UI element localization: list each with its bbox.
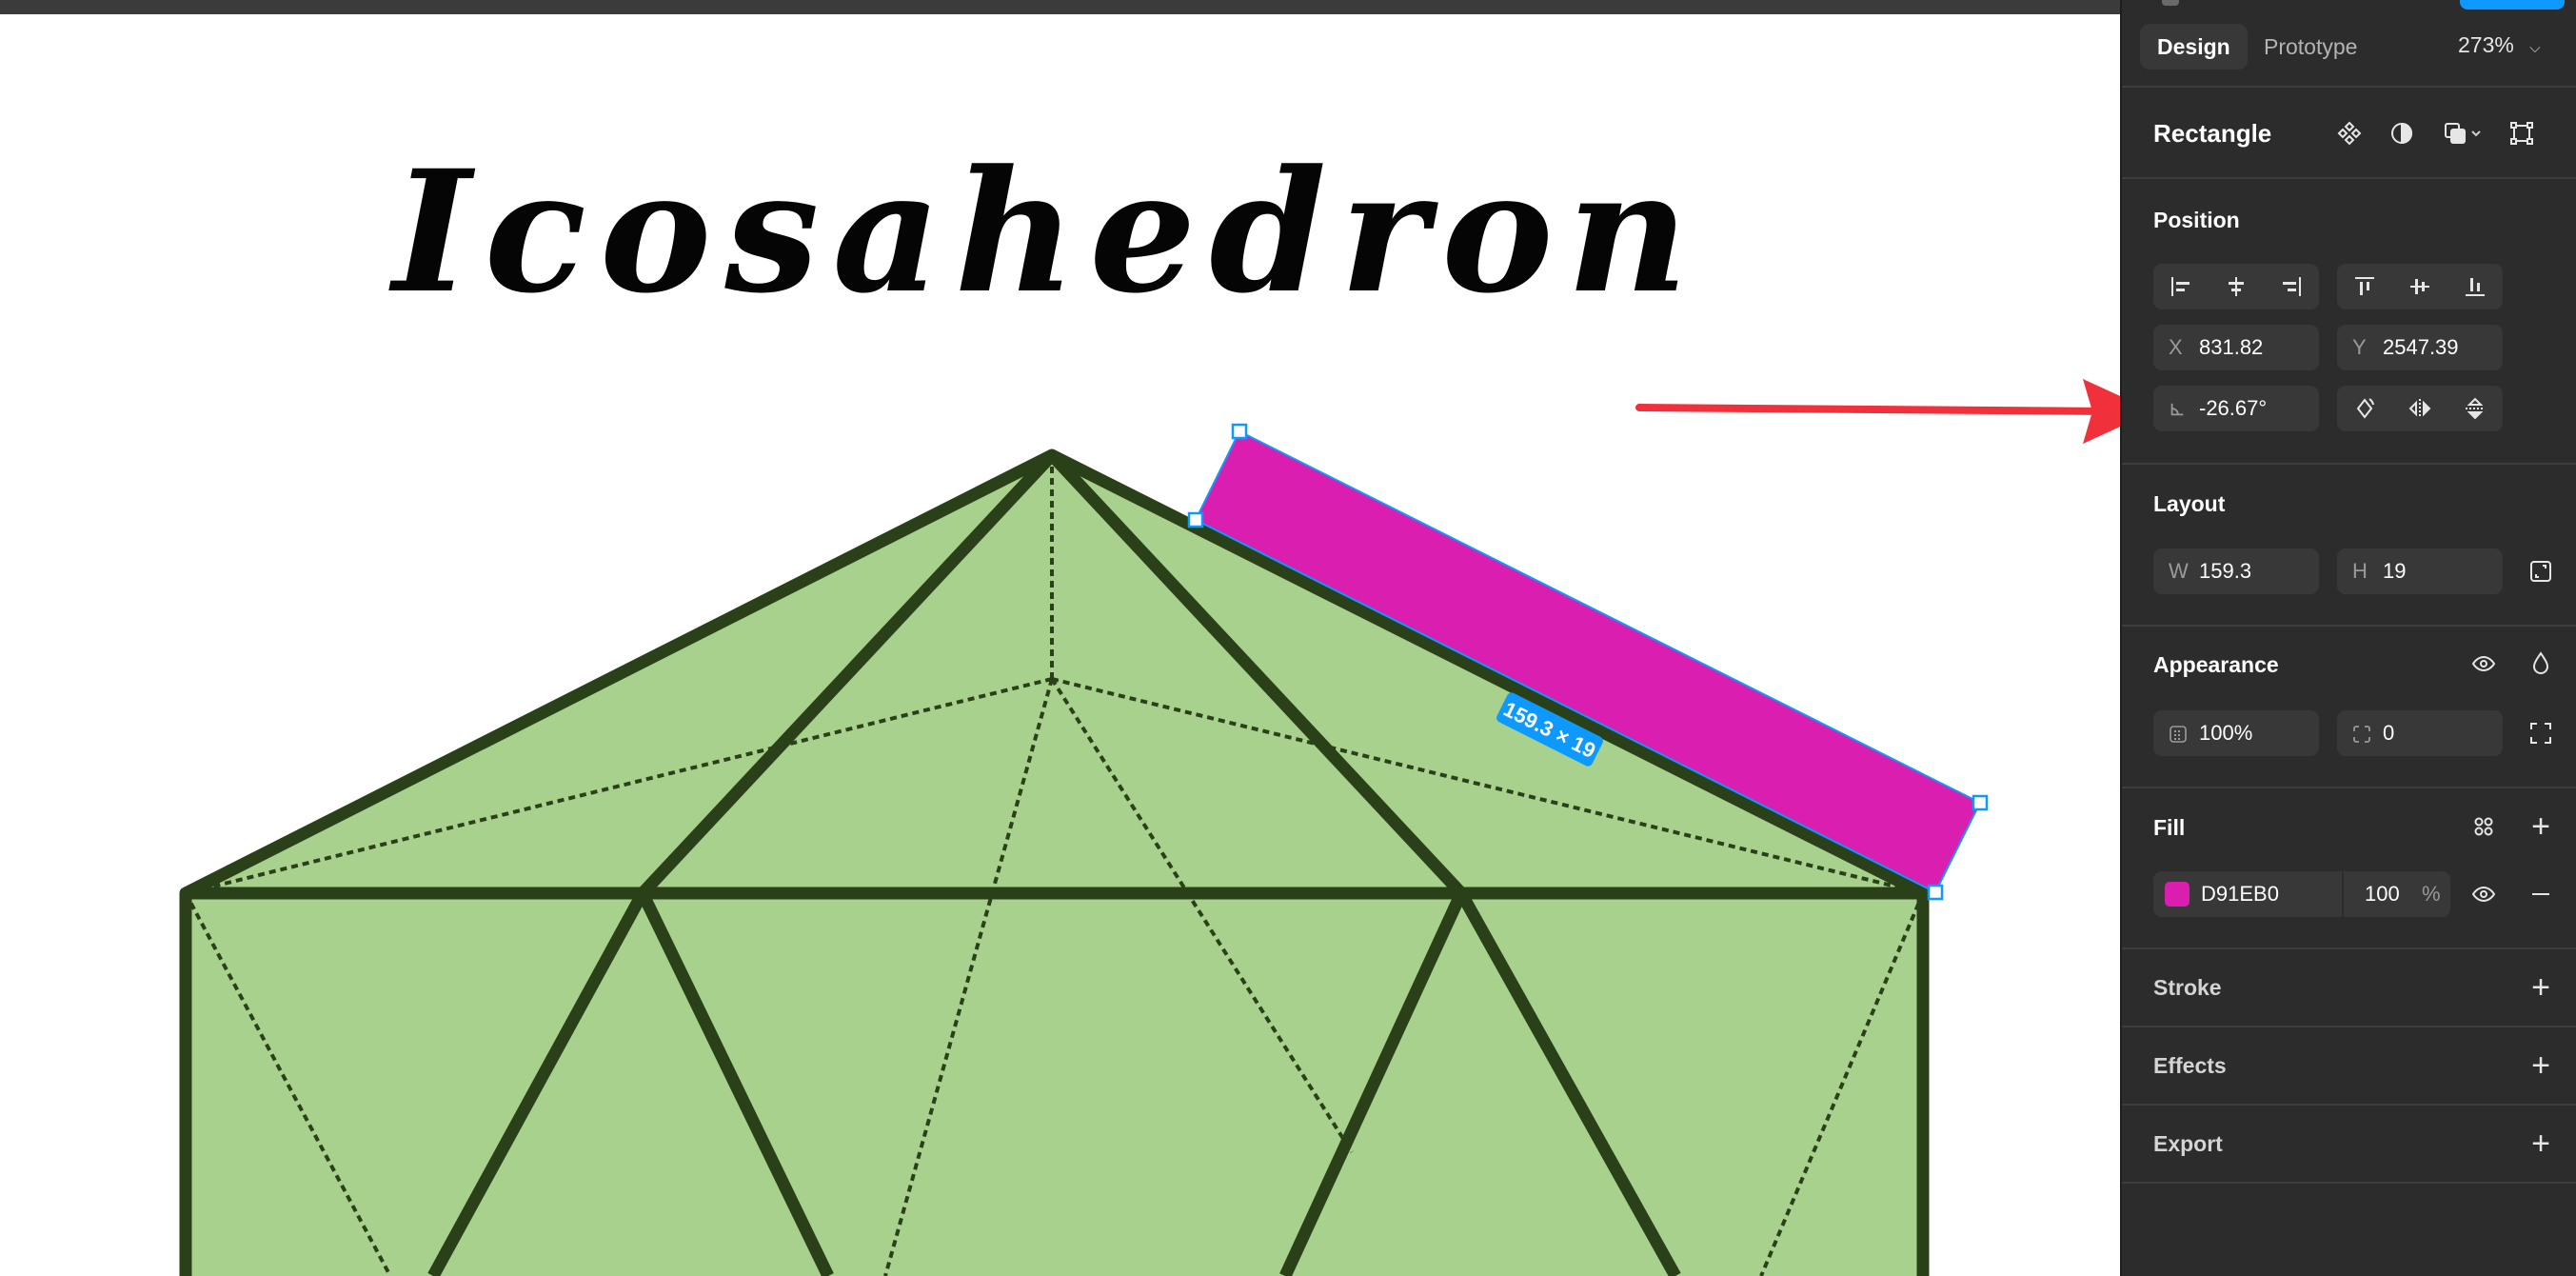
- divider: [2122, 947, 2576, 949]
- add-stroke-button[interactable]: +: [2522, 968, 2560, 1007]
- zoom-level[interactable]: 273% ⌵: [2458, 32, 2541, 58]
- icosahedron-illustration: [179, 449, 1930, 1276]
- mask-icon[interactable]: [2383, 114, 2421, 152]
- canvas-top-toolbar-edge: [0, 0, 2120, 14]
- export-header: Export: [2153, 1131, 2223, 1156]
- flip-vertical-icon[interactable]: [2447, 386, 2503, 431]
- vertical-align-group: [2337, 264, 2503, 309]
- horizontal-align-group: [2153, 264, 2319, 309]
- y-label: Y: [2352, 335, 2367, 359]
- fill-header: Fill: [2153, 815, 2186, 840]
- align-left-icon[interactable]: [2153, 264, 2209, 309]
- independent-corners-icon[interactable]: [2522, 714, 2560, 752]
- resize-handle-top-left[interactable]: [1231, 423, 1248, 440]
- y-position-field[interactable]: Y 2547.39: [2337, 325, 2503, 370]
- opacity-icon: [2169, 710, 2188, 756]
- divider: [2122, 1026, 2576, 1027]
- eye-icon[interactable]: [2465, 875, 2503, 913]
- effects-header: Effects: [2153, 1053, 2227, 1078]
- plus-icon: +: [2531, 1047, 2550, 1084]
- w-value: 159.3: [2199, 559, 2252, 583]
- chevron-down-icon[interactable]: [2465, 114, 2487, 152]
- constrain-proportions-icon[interactable]: [2522, 552, 2560, 590]
- style-library-icon[interactable]: [2465, 807, 2503, 846]
- add-export-button[interactable]: +: [2522, 1125, 2560, 1163]
- appearance-header: Appearance: [2153, 652, 2279, 677]
- corner-radius-value: 0: [2383, 721, 2395, 745]
- fill-color-swatch[interactable]: [2165, 882, 2190, 907]
- panel-top-strip: [2122, 0, 2576, 10]
- flip-horizontal-icon[interactable]: [2392, 386, 2447, 431]
- fill-opacity-percent: %: [2422, 882, 2441, 906]
- h-value: 19: [2383, 559, 2407, 583]
- resize-handle-top-right[interactable]: [1972, 794, 1989, 811]
- position-header: Position: [2153, 208, 2240, 232]
- add-fill-button[interactable]: +: [2522, 807, 2560, 846]
- add-effect-button[interactable]: +: [2522, 1047, 2560, 1085]
- height-field[interactable]: H 19: [2337, 548, 2503, 594]
- resize-handle-bottom-left[interactable]: [1187, 511, 1204, 528]
- canvas-artwork: Icosahedron: [179, 133, 2120, 1276]
- rotation-icon: [2169, 386, 2186, 431]
- align-horizontal-center-icon[interactable]: [2209, 264, 2264, 309]
- boolean-union-icon[interactable]: [2436, 114, 2474, 152]
- y-value: 2547.39: [2383, 335, 2459, 359]
- rotate-90-icon[interactable]: [2337, 386, 2392, 431]
- fill-row[interactable]: D91EB0 100 %: [2153, 871, 2450, 917]
- layout-header: Layout: [2153, 491, 2226, 516]
- rotation-value: -26.67°: [2199, 396, 2268, 420]
- x-label: X: [2169, 335, 2183, 359]
- divider: [2122, 787, 2576, 788]
- chevron-down-icon: ⌵: [2529, 40, 2541, 56]
- blend-mode-drop-icon[interactable]: [2522, 645, 2560, 683]
- zoom-value: 273%: [2458, 32, 2514, 57]
- layer-type-label: Rectangle: [2153, 119, 2272, 148]
- tab-design[interactable]: Design: [2140, 24, 2248, 70]
- annotation-arrow: [1635, 379, 2120, 444]
- tab-prototype[interactable]: Prototype: [2264, 34, 2358, 59]
- divider: [2122, 86, 2576, 88]
- divider: [2122, 1182, 2576, 1184]
- align-bottom-icon[interactable]: [2447, 264, 2503, 309]
- opacity-value: 100%: [2199, 721, 2253, 745]
- frame-selection-icon[interactable]: [2503, 114, 2541, 152]
- plus-icon: +: [2531, 808, 2550, 845]
- align-right-icon[interactable]: [2264, 264, 2319, 309]
- divider: [2122, 463, 2576, 465]
- plus-icon: +: [2531, 969, 2550, 1006]
- properties-panel: Design Prototype 273% ⌵ Rectangle Positi…: [2120, 0, 2576, 1276]
- align-top-icon[interactable]: [2337, 264, 2392, 309]
- design-canvas[interactable]: Icosahedron: [0, 0, 2120, 1276]
- width-field[interactable]: W 159.3: [2153, 548, 2319, 594]
- align-vertical-center-icon[interactable]: [2392, 264, 2447, 309]
- rotation-field[interactable]: -26.67°: [2153, 386, 2319, 431]
- x-position-field[interactable]: X 831.82: [2153, 325, 2319, 370]
- x-value: 831.82: [2199, 335, 2264, 359]
- eye-icon[interactable]: [2465, 645, 2503, 683]
- component-icon[interactable]: [2330, 114, 2368, 152]
- fill-hex-value[interactable]: D91EB0: [2201, 882, 2279, 906]
- fill-opacity-value[interactable]: 100: [2365, 882, 2400, 906]
- divider: [2122, 1104, 2576, 1106]
- corner-radius-icon: [2352, 710, 2371, 756]
- resize-handle-bottom-right[interactable]: [1927, 884, 1944, 901]
- remove-fill-icon[interactable]: [2522, 875, 2560, 913]
- w-label: W: [2169, 559, 2189, 583]
- h-label: H: [2352, 559, 2368, 583]
- toolbar-icon-partial: [2162, 0, 2179, 6]
- fill-row-divider: [2342, 871, 2344, 917]
- canvas-title-text: Icosahedron: [387, 133, 1701, 330]
- corner-radius-field[interactable]: 0: [2337, 710, 2503, 756]
- divider: [2122, 177, 2576, 179]
- plus-icon: +: [2531, 1126, 2550, 1162]
- opacity-field[interactable]: 100%: [2153, 710, 2319, 756]
- divider: [2122, 625, 2576, 627]
- share-button[interactable]: [2460, 0, 2565, 10]
- stroke-header: Stroke: [2153, 975, 2222, 1000]
- transform-group: [2337, 386, 2503, 431]
